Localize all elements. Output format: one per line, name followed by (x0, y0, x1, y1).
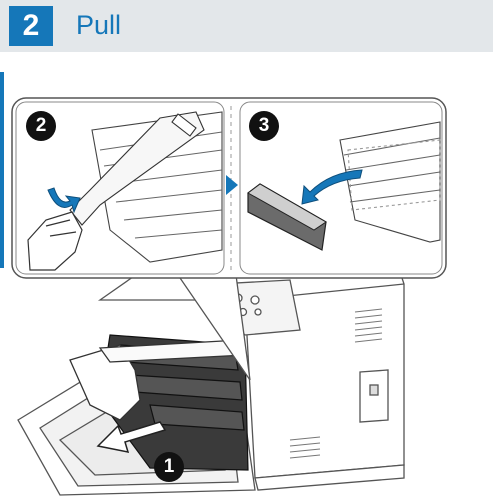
triangle-right-icon (226, 175, 238, 195)
curved-arrow-icon (47, 187, 81, 214)
callout-number-one: 1 (154, 452, 184, 482)
panel-two-cartridges (69, 111, 223, 263)
callout-number-two: 2 (26, 111, 56, 141)
step-header: 2 Pull (0, 0, 493, 52)
panel-two-hand (27, 211, 83, 271)
step-title: Pull (76, 10, 122, 40)
step-number-badge: 2 (9, 6, 53, 46)
accent-side-bar (0, 72, 4, 268)
callout-number-three: 3 (249, 111, 279, 141)
panel-three-cartridges (339, 121, 441, 243)
curved-arrow-icon (301, 169, 363, 205)
arrow-left-icon (96, 421, 167, 453)
hand-illustration (69, 339, 246, 421)
removed-seal-tape (247, 183, 327, 251)
